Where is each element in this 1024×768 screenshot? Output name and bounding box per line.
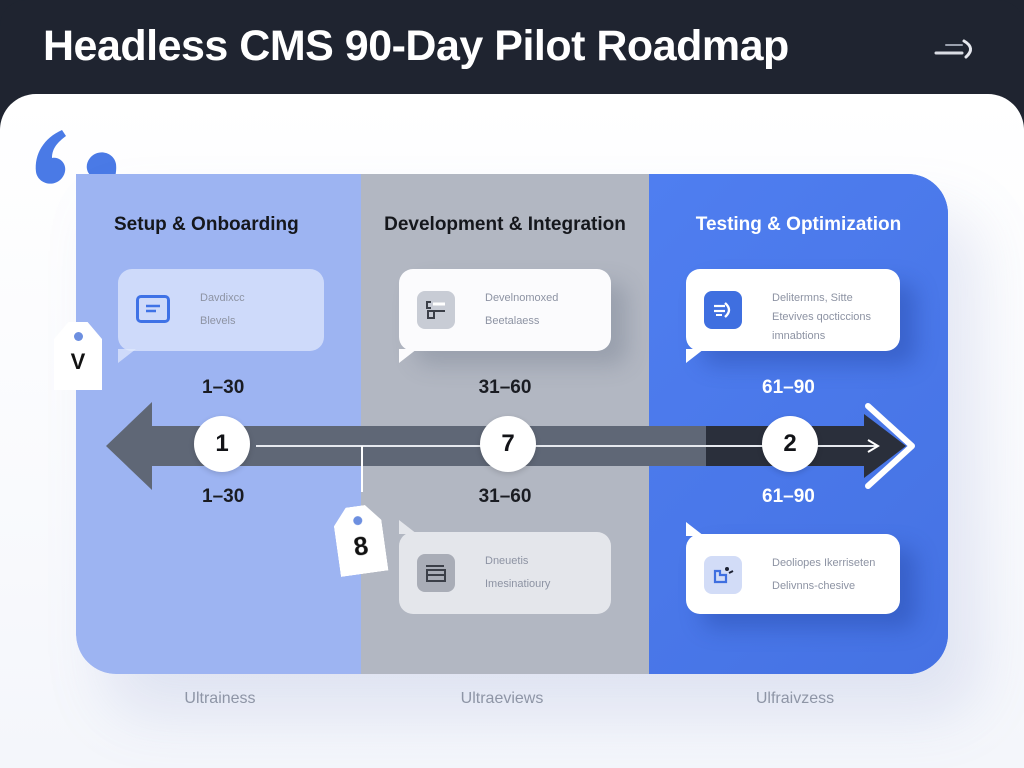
phase-card[interactable]: Davdixcc Blevels: [118, 269, 324, 363]
phase-title: Development & Integration: [384, 214, 626, 235]
card-line: imnabtions: [772, 330, 826, 342]
phase-card[interactable]: Deoliopes Ikerriseten Delivnns-chesive: [686, 522, 900, 614]
code-bracket-icon: [417, 291, 455, 329]
folder-edit-icon: [704, 556, 742, 594]
card-line: Imesinatioury: [485, 578, 551, 590]
phase-footer-label: Ultrainess: [184, 690, 256, 707]
card-line: Blevels: [200, 315, 236, 327]
day-range-top: 31–60: [478, 377, 532, 398]
phase-card[interactable]: Dneuetis Imesinatioury: [399, 520, 611, 614]
card-tail: [399, 349, 417, 363]
server-icon: [417, 554, 455, 592]
day-range-top: 61–90: [762, 377, 815, 398]
step-marker-1[interactable]: 1: [194, 416, 250, 472]
card-line: Etevives qocticcions: [772, 311, 872, 323]
phase-footer-label: Ultraeviews: [460, 690, 544, 707]
collapse-icon[interactable]: [932, 36, 980, 60]
card-line: Deoliopes Ikerriseten: [772, 557, 876, 569]
day-range-bottom: 1–30: [202, 486, 245, 507]
card-line: Beetalaess: [485, 315, 540, 327]
phase-card[interactable]: Develnomoxed Beetalaess: [399, 269, 611, 363]
card-tail: [686, 522, 704, 536]
step-marker-2[interactable]: 7: [480, 416, 536, 472]
step-marker-3[interactable]: 2: [762, 416, 818, 472]
phase-card[interactable]: Delitermns, Sitte Etevives qocticcions i…: [686, 269, 900, 363]
phase-title: Setup & Onboarding: [114, 214, 299, 235]
day-range-top: 1–30: [202, 377, 245, 398]
card-tail: [118, 349, 136, 363]
card-line: Delitermns, Sitte: [772, 292, 853, 304]
header: Headless CMS 90-Day Pilot Roadmap: [0, 0, 1024, 110]
phase-footer-label: Ulfraivzess: [755, 690, 835, 707]
card-tail: [686, 349, 704, 363]
day-range-bottom: 61–90: [762, 486, 815, 507]
tag-hole: [74, 332, 83, 341]
tag-hole: [353, 516, 363, 526]
card-line: Dneuetis: [485, 555, 529, 567]
tag-label-left: V: [54, 322, 102, 390]
message-card-icon: [136, 295, 170, 323]
roadmap-canvas: Setup & Onboarding Davdixcc Blevels 1–30…: [0, 94, 1024, 768]
page-title: Headless CMS 90-Day Pilot Roadmap: [43, 22, 789, 70]
card-tail: [399, 520, 417, 534]
card-line: Delivnns-chesive: [772, 580, 856, 592]
day-range-bottom: 31–60: [478, 486, 532, 507]
deploy-icon: [704, 291, 742, 329]
card-line: Develnomoxed: [485, 292, 559, 304]
card-line: Davdixcc: [200, 292, 245, 304]
phase-title: Testing & Optimization: [695, 214, 902, 235]
